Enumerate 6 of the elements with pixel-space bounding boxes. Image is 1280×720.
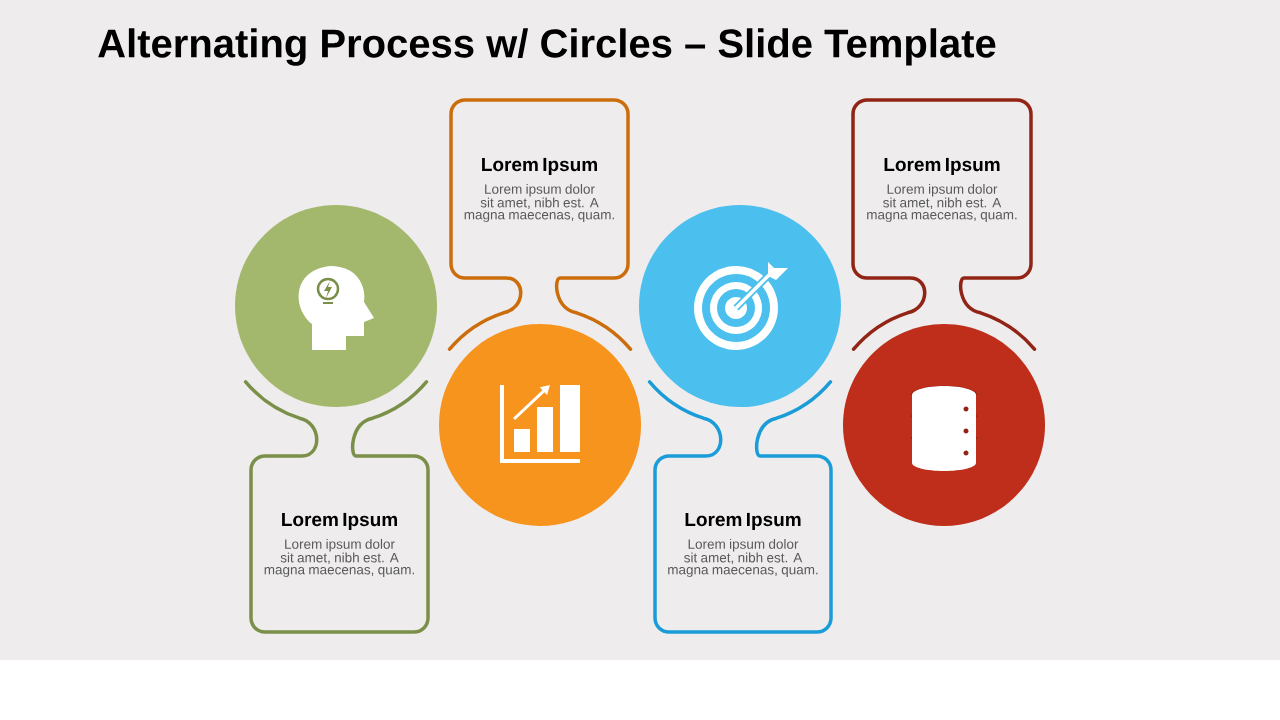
- circle: [439, 324, 641, 526]
- callout-box: Lorem Ipsum Lorem ipsum dolor sit amet, nibh est. A magna maecenas, quam.: [447, 98, 633, 351]
- callout-box: Lorem Ipsum Lorem ipsum dolor sit amet, nibh est. A magna maecenas, quam.: [647, 380, 833, 634]
- callout-box: Lorem Ipsum Lorem ipsum dolor sit amet, nibh est. A magna maecenas, quam.: [851, 98, 1037, 351]
- callout-box: Lorem Ipsum Lorem ipsum dolor sit amet, nibh est. A magna maecenas, quam.: [243, 380, 430, 634]
- slide-title: Alternating Process w/ Circles – Slide Template: [98, 28, 996, 66]
